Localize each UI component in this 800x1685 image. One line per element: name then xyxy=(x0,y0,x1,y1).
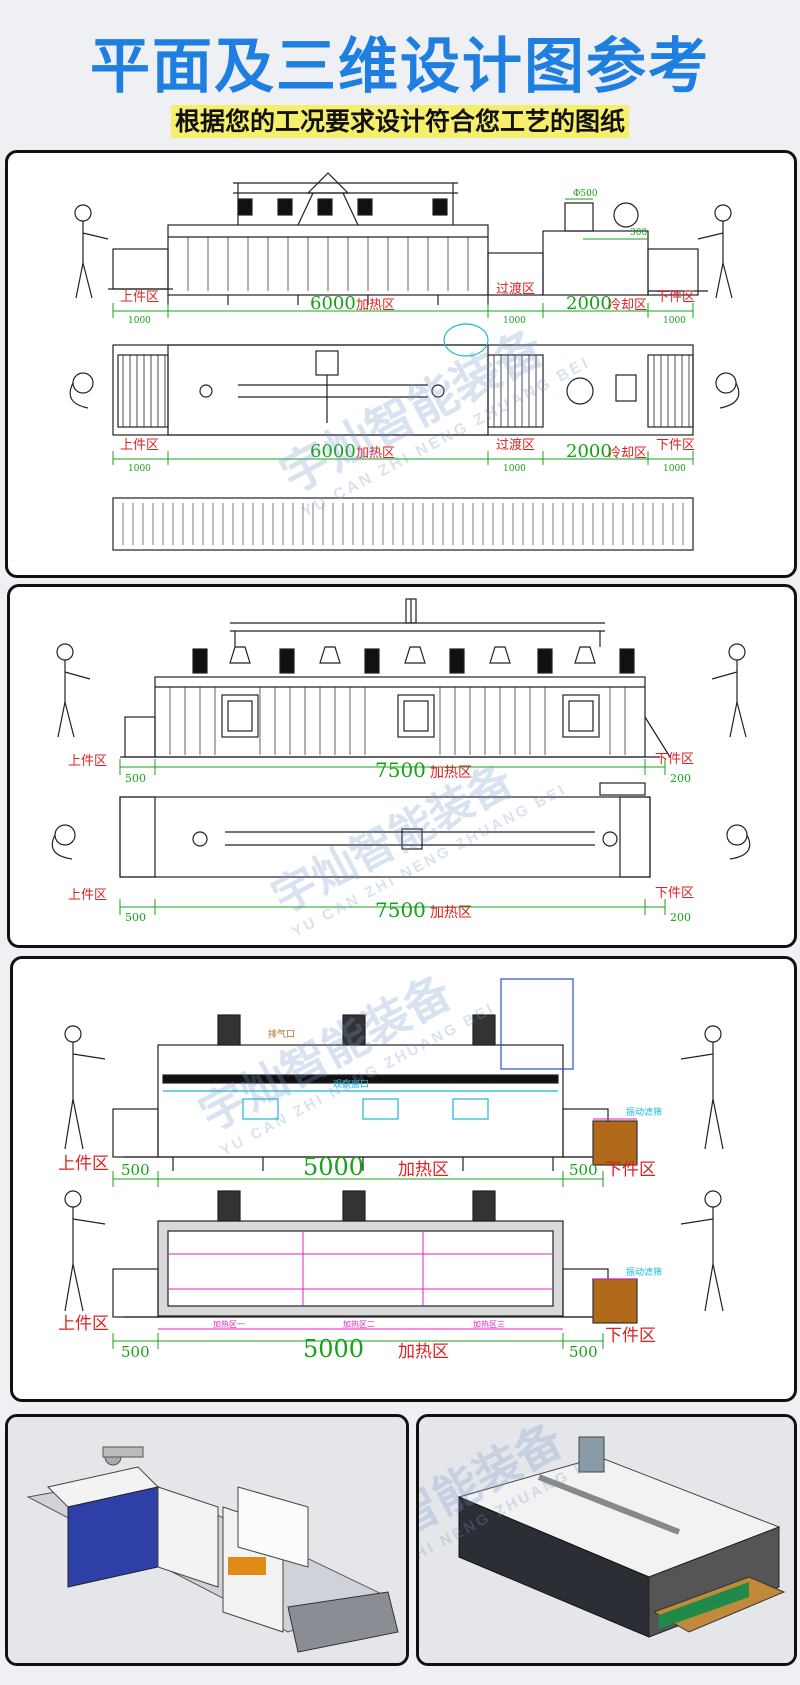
zone-heat-label-2: 加热区 xyxy=(430,905,472,921)
render-panel-left xyxy=(5,1414,409,1666)
zone-transition-label: 过渡区 xyxy=(496,281,535,297)
render-panel-right: 宇灿智能装备 YU CAN ZHI NENG ZHUANG BEI xyxy=(416,1414,797,1666)
zone-out-len: 1000 xyxy=(663,316,686,326)
zone-in-label-2: 上件区 xyxy=(68,888,107,903)
zone-heat-label-2: 加热区 xyxy=(398,1342,449,1362)
zone-transition-len-2: 1000 xyxy=(503,464,526,474)
drawing-panel-1: Φ500 300 上件区 1000 6000 加热区 过渡区 1000 2000… xyxy=(5,150,797,578)
drawing-panel-2: 上件区 500 7500 加热区 下件区 200 上件区 500 7500 加热… xyxy=(7,584,797,948)
zone-out-len-2: 200 xyxy=(670,911,691,924)
observe-label: 观察窗口 xyxy=(333,1078,369,1090)
drawing-panel-3: 排气口 观察窗口 振动滤筛 振动滤筛 加热区一 加热区二 加热区三 上件区 50… xyxy=(10,956,797,1402)
zone-out-len-2: 500 xyxy=(569,1343,598,1361)
zone-out-len: 200 xyxy=(670,772,691,785)
zone-cool-len: 2000 xyxy=(566,293,612,314)
zone-in-label-2: 上件区 xyxy=(120,438,159,453)
zone-heat-len: 5000 xyxy=(303,1153,364,1181)
subtitle-text: 根据您的工况要求设计符合您工艺的图纸 xyxy=(170,105,629,138)
zone-heat-len-2: 7500 xyxy=(375,898,426,922)
zone-transition-label-2: 过渡区 xyxy=(496,437,535,453)
zone-heat-len-2: 6000 xyxy=(310,441,356,462)
zone-in-len: 500 xyxy=(121,1161,150,1179)
page-title: 平面及三维设计图参考 xyxy=(90,32,710,102)
zone-heat-len: 7500 xyxy=(375,758,426,782)
zone-in-len-2: 500 xyxy=(125,911,146,924)
plan-drawing-1: Φ500 300 上件区 1000 6000 加热区 过渡区 1000 2000… xyxy=(69,172,740,551)
section1-label: 加热区一 xyxy=(213,1319,245,1329)
zone-heat-label: 加热区 xyxy=(356,298,395,313)
dim-side-label: 300 xyxy=(630,228,647,238)
zone-out-label: 下件区 xyxy=(656,290,695,305)
render-3d-left xyxy=(8,1417,406,1663)
exhaust-label: 排气口 xyxy=(268,1028,295,1040)
zone-out-len-2: 1000 xyxy=(663,464,686,474)
zone-heat-len-2: 5000 xyxy=(303,1335,364,1363)
zone-heat-len: 6000 xyxy=(310,293,356,314)
section2-label: 加热区二 xyxy=(343,1319,375,1329)
zone-in-len-2: 1000 xyxy=(128,464,151,474)
zone-in-len: 1000 xyxy=(128,316,151,326)
zone-in-label: 上件区 xyxy=(58,1154,109,1174)
render-3d-right xyxy=(419,1417,794,1663)
zone-out-label-2: 下件区 xyxy=(656,438,695,453)
zone-in-len: 500 xyxy=(125,772,146,785)
zone-in-label-2: 上件区 xyxy=(58,1314,109,1334)
page-subtitle: 根据您的工况要求设计符合您工艺的图纸 xyxy=(0,102,800,138)
zone-in-label: 上件区 xyxy=(120,290,159,305)
zone-in-label: 上件区 xyxy=(68,754,107,769)
zone-transition-len: 1000 xyxy=(503,316,526,326)
vibrate-label-2: 振动滤筛 xyxy=(626,1266,662,1278)
zone-cool-len-2: 2000 xyxy=(566,441,612,462)
zone-heat-label-2: 加热区 xyxy=(356,446,395,461)
section3-label: 加热区三 xyxy=(473,1319,505,1329)
zone-out-label-2: 下件区 xyxy=(605,1326,656,1346)
vibrate-label: 振动滤筛 xyxy=(626,1106,662,1118)
zone-heat-label: 加热区 xyxy=(430,765,472,781)
header: 平面及三维设计图参考 根据您的工况要求设计符合您工艺的图纸 xyxy=(0,0,800,150)
zone-cool-label-2: 冷却区 xyxy=(608,446,647,461)
plan-drawing-2: 上件区 500 7500 加热区 下件区 200 上件区 500 7500 加热… xyxy=(51,598,751,924)
zone-cool-label: 冷却区 xyxy=(608,298,647,313)
zone-out-label: 下件区 xyxy=(655,752,694,767)
dim-top-label: Φ500 xyxy=(573,189,598,199)
zone-heat-label: 加热区 xyxy=(398,1160,449,1180)
zone-in-len-2: 500 xyxy=(121,1343,150,1361)
zone-out-label: 下件区 xyxy=(605,1160,656,1180)
plan-drawing-3: 排气口 观察窗口 振动滤筛 振动滤筛 加热区一 加热区二 加热区三 上件区 50… xyxy=(58,978,724,1363)
zone-out-label-2: 下件区 xyxy=(655,886,694,901)
zone-out-len: 500 xyxy=(569,1161,598,1179)
